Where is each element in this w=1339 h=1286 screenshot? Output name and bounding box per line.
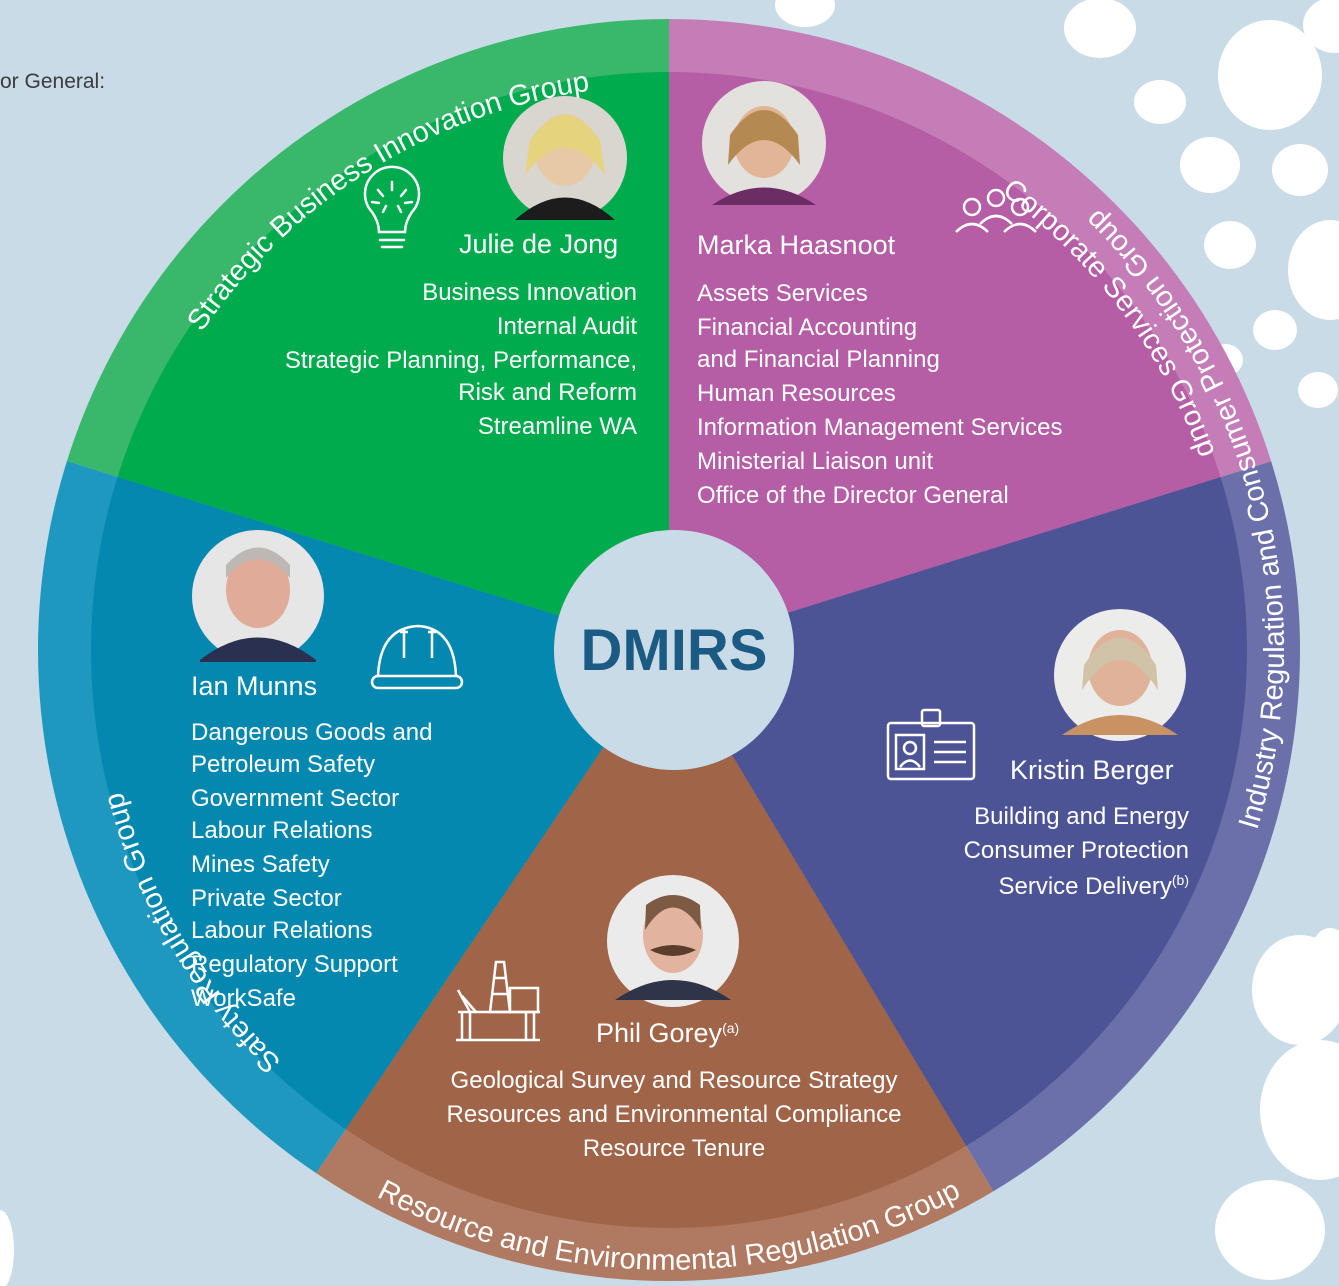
unit-list-cs: Assets Services Financial Accounting and… [697,282,1063,508]
unit-item: Regulatory Support [191,951,398,978]
unit-item: Human Resources [697,380,896,407]
unit-item: Labour Relations [191,817,373,844]
unit-item: Assets Services [697,280,868,307]
unit-item: Private Sector [191,885,342,912]
unit-item: Risk and Reform [458,379,637,406]
unit-item: Dangerous Goods and [191,719,433,746]
unit-item: Ministerial Liaison unit [697,448,934,475]
portrait-kristin [1054,609,1186,741]
unit-item: Mines Safety [191,851,330,878]
unit-item: Resources and Environmental Compliance [446,1101,902,1128]
lightbulb-icon [363,165,421,249]
footnote-marker-b: (b) [1171,872,1189,888]
unit-item: Information Management Services [697,414,1063,441]
unit-item: Office of the Director General [697,482,1009,509]
people-group-icon [955,188,1037,233]
intro-text: or General: [0,70,106,93]
unit-item: Business Innovation [422,279,637,306]
unit-list-sr: Dangerous Goods and Petroleum Safety Gov… [191,721,433,1011]
portrait-julie [503,96,627,220]
unit-list-rer: Geological Survey and Resource Strategy … [374,1069,974,1161]
unit-item: Geological Survey and Resource Strategy [450,1067,898,1094]
unit-list-sbi: Business Innovation Internal Audit Strat… [200,281,637,439]
unit-item: Internal Audit [496,313,637,340]
center-label: DMIRS [580,617,768,683]
person-name-julie: Julie de Jong [459,229,619,259]
person-name-kristin: Kristin Berger [1010,755,1174,785]
unit-item: WorkSafe [191,985,296,1012]
footnote-marker-a: (a) [722,1020,740,1036]
unit-item: Strategic Planning, Performance, [284,347,637,374]
portrait-marka [702,81,826,205]
id-badge-icon [886,708,976,781]
unit-item: Building and Energy [974,803,1189,830]
unit-item: and Financial Planning [697,346,940,373]
person-name-ian: Ian Munns [191,671,318,701]
person-name-phil: Phil Gorey(a) [596,1018,740,1048]
unit-list-ir: Building and Energy Consumer Protection … [880,805,1189,899]
unit-item: Financial Accounting [697,314,918,341]
hard-hat-icon [370,624,464,690]
unit-item: Consumer Protection [963,837,1189,864]
unit-item: Resource Tenure [582,1135,766,1162]
center-circle [554,530,794,770]
oil-rig-icon [456,960,540,1042]
portrait-phil [607,875,739,1007]
unit-item: Labour Relations [191,917,373,944]
person-name-marka: Marka Haasnoot [697,230,896,260]
unit-item: Petroleum Safety [191,751,376,778]
unit-item: Government Sector [191,785,400,812]
portrait-ian [192,530,324,662]
unit-item: Service Delivery(b) [998,872,1189,900]
unit-item: Streamline WA [477,413,637,440]
